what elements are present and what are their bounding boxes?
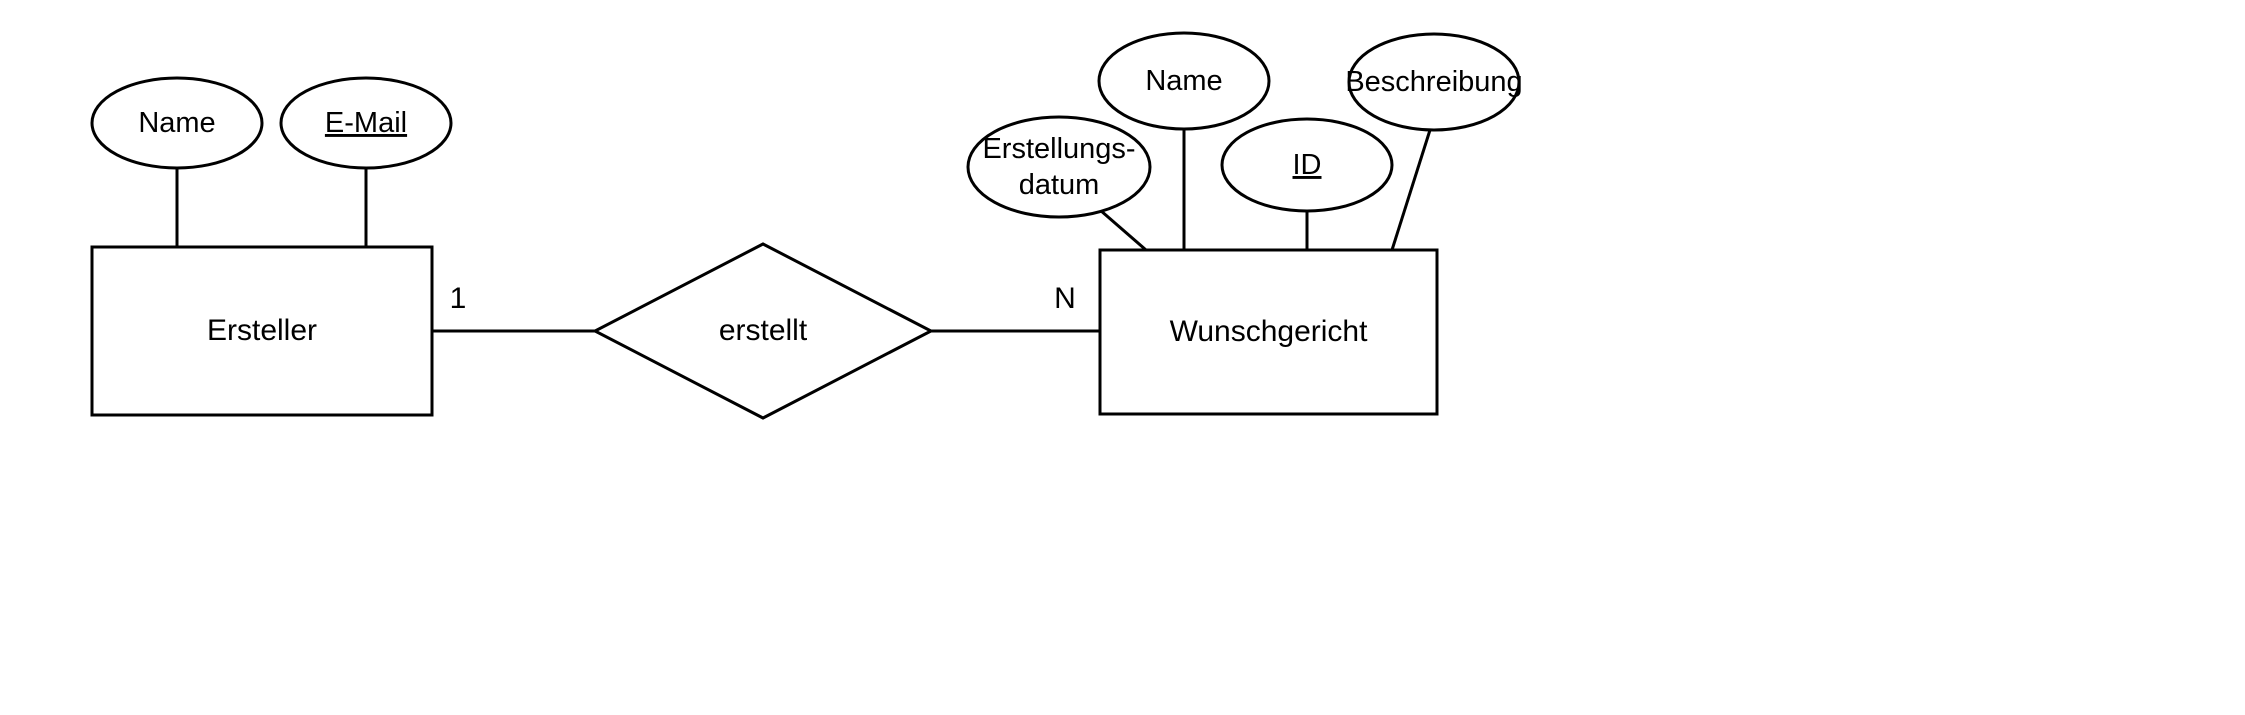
cardinality-layer: 1 N [450,282,1076,315]
attribute-ersteller-email[interactable]: E-Mail [279,76,453,170]
attribute-ersteller-email-ellipse[interactable] [279,76,453,170]
attribute-wunschgericht-id[interactable]: ID [1220,117,1394,213]
connector-wunschgericht-erstellungsdatum [1099,208,1147,252]
relationship-erstellt[interactable]: erstellt [591,242,935,420]
attribute-ersteller-name-label: Name [138,107,215,139]
attribute-wunschgericht-id-ellipse[interactable] [1220,117,1394,213]
entity-ersteller-box[interactable] [90,245,434,417]
attribute-wunschgericht-beschreibung[interactable]: Beschreibung [1345,32,1523,132]
entity-ersteller-label: Ersteller [207,314,317,347]
cardinality-label-n: N [1054,282,1076,315]
attribute-wunschgericht-erstellungsdatum-ellipse[interactable] [966,115,1152,219]
entity-ersteller[interactable]: Ersteller [90,245,434,417]
attribute-wunschgericht-name[interactable]: Name [1097,31,1271,131]
attribute-ersteller-name-ellipse[interactable] [90,76,264,170]
relationship-erstellt-diamond[interactable] [591,242,935,420]
cardinality-label-one: 1 [450,282,467,315]
attribute-wunschgericht-name-ellipse[interactable] [1097,31,1271,131]
entity-wunschgericht[interactable]: Wunschgericht [1098,248,1439,416]
attribute-wunschgericht-beschreibung-label: Beschreibung [1345,66,1522,98]
connector-wunschgericht-beschreibung [1390,129,1432,251]
attribute-wunschgericht-erstellungsdatum[interactable]: Erstellungs-datum [966,115,1152,219]
attribute-ersteller-name[interactable]: Name [90,76,264,170]
entity-wunschgericht-label: Wunschgericht [1170,315,1369,348]
attribute-wunschgericht-erstellungsdatum-label: Erstellungs-datum [982,133,1135,201]
attribute-layer: Name E-Mail Erstellungs-datum Name ID Be… [90,31,1523,219]
relationship-erstellt-label: erstellt [719,314,808,347]
attribute-wunschgericht-beschreibung-ellipse[interactable] [1347,32,1521,132]
attribute-ersteller-email-label: E-Mail [325,107,407,139]
entity-wunschgericht-box[interactable] [1098,248,1439,416]
attribute-wunschgericht-name-label: Name [1145,65,1222,97]
connector-layer [175,129,1432,333]
attribute-wunschgericht-id-label: ID [1293,149,1322,181]
